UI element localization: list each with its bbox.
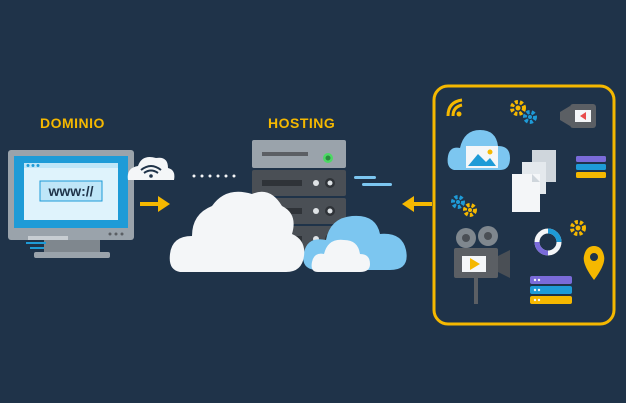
dominio-label: DOMINIO xyxy=(40,115,105,131)
database-icon xyxy=(530,276,572,304)
speed-lines xyxy=(354,176,392,186)
video-camera-icon xyxy=(454,226,510,304)
document-icon xyxy=(512,150,556,212)
cloud-icon xyxy=(169,191,305,272)
content-frame xyxy=(432,84,616,326)
arrow-right-icon xyxy=(140,196,170,212)
connection-dots xyxy=(192,174,236,178)
signal-icon xyxy=(446,98,463,117)
gear-icon xyxy=(451,195,477,217)
image-icon xyxy=(447,130,510,170)
cloud-icon xyxy=(311,239,370,272)
wifi-cloud-icon xyxy=(127,157,175,180)
database-icon xyxy=(576,156,606,178)
video-camera-icon xyxy=(560,104,596,128)
hosting-label: HOSTING xyxy=(268,115,336,131)
pie-chart-icon xyxy=(534,228,562,256)
arrow-left-icon xyxy=(402,196,432,212)
map-pin-icon xyxy=(583,246,605,280)
url-text: www:// xyxy=(47,183,93,199)
monitor-icon xyxy=(8,150,134,258)
gear-icon xyxy=(510,100,537,124)
gear-icon xyxy=(570,220,586,236)
